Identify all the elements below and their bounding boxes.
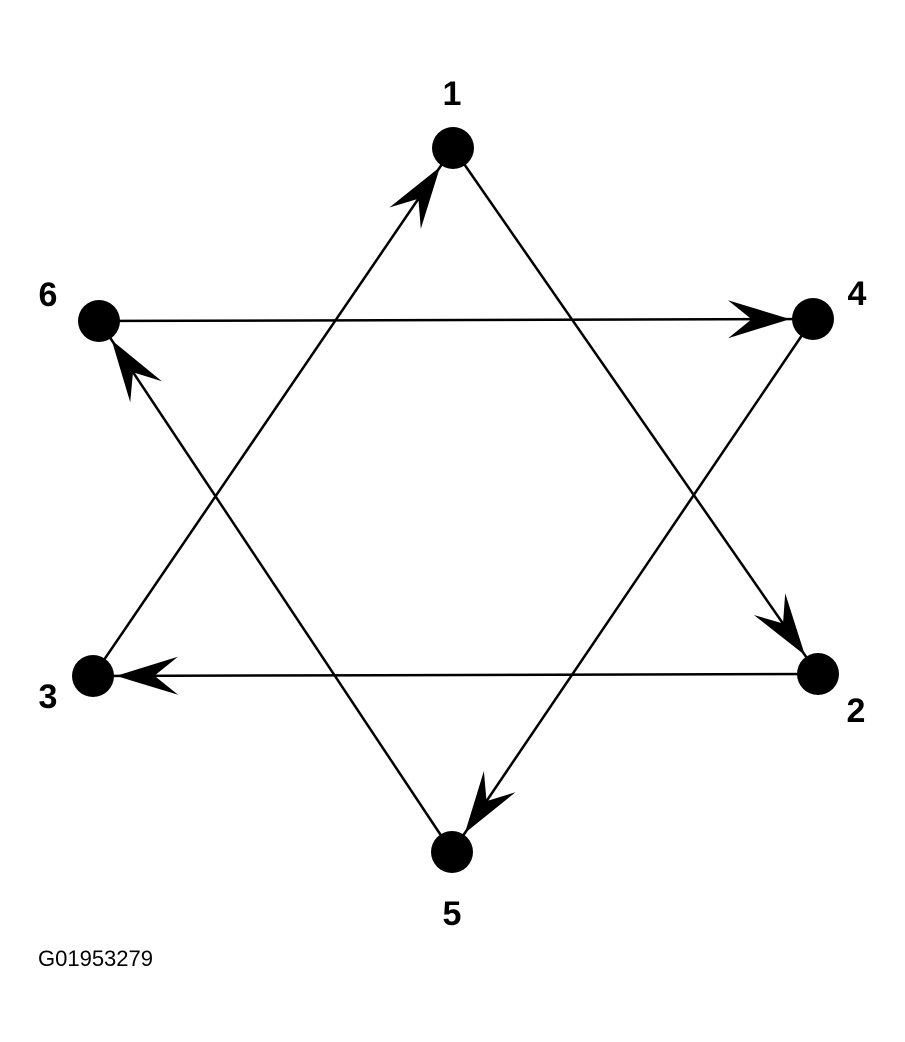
node-label-4: 4 <box>848 275 867 313</box>
arrowhead-4-to-5 <box>464 771 516 833</box>
node-label-6: 6 <box>39 276 58 314</box>
arrowhead-5-to-6 <box>111 340 162 403</box>
node-label-2: 2 <box>847 692 866 730</box>
nodes-layer <box>72 127 839 873</box>
edge-5-to-6 <box>97 320 454 853</box>
node-1 <box>432 127 474 169</box>
node-4 <box>792 298 834 340</box>
arrowhead-6-to-4 <box>727 300 790 339</box>
edges-layer <box>91 147 820 853</box>
node-3 <box>72 655 114 697</box>
arrowhead-1-to-2 <box>753 593 805 656</box>
edge-6-to-4 <box>98 317 814 323</box>
node-label-5: 5 <box>443 895 462 933</box>
arrowhead-3-to-1 <box>389 167 440 229</box>
edge-2-to-3 <box>92 672 819 678</box>
arrowhead-2-to-3 <box>116 656 179 695</box>
figure-id-label: G01953279 <box>38 946 153 971</box>
labels-layer: 1 2 3 4 5 6 <box>39 75 867 933</box>
edge-3-to-1 <box>91 147 455 677</box>
edge-1-to-2 <box>451 147 820 675</box>
node-label-1: 1 <box>443 75 462 113</box>
node-5 <box>431 831 473 873</box>
edge-4-to-5 <box>450 318 815 853</box>
node-6 <box>78 300 120 342</box>
node-2 <box>797 653 839 695</box>
node-label-3: 3 <box>39 678 58 716</box>
